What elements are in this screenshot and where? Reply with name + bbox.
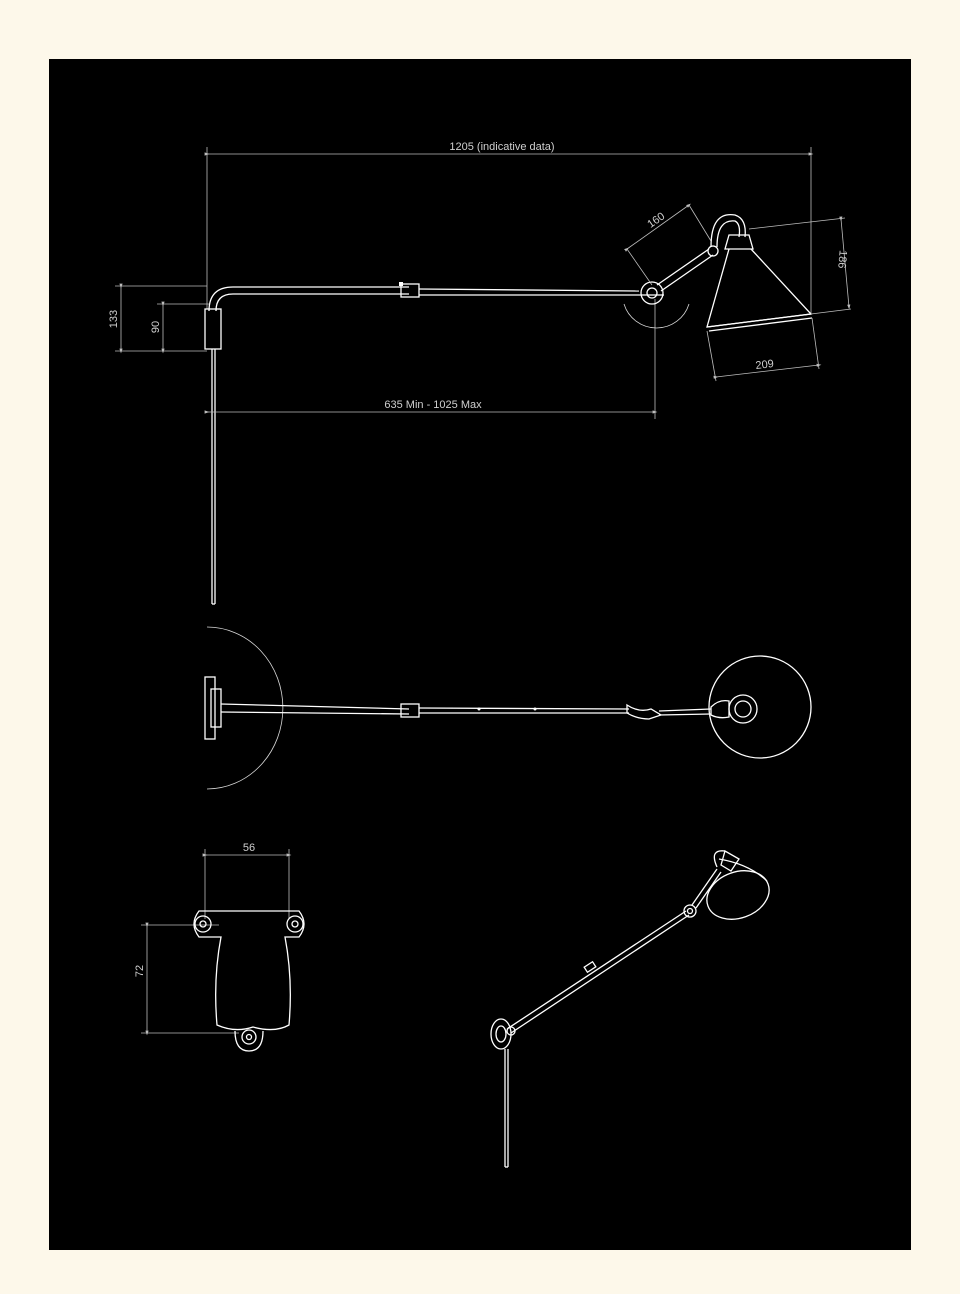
plan-view [204,626,812,790]
drawing-sheet: 1205 (indicative data) 133 90 [49,59,911,1250]
overall-length-label: 1205 (indicative data) [449,141,554,153]
dimension-overall-length: 1205 (indicative data) [204,141,814,314]
dimension-arm-length: 635 Min - 1025 Max [204,299,658,419]
perspective-view [490,850,770,1168]
dimension-heights: 133 90 [108,283,209,354]
wall-mount-side [204,282,640,605]
plate-width-label: 56 [243,842,255,854]
shade-side: 186 209 [706,213,852,382]
shade-height-label: 186 [835,250,849,269]
knee-joint [623,281,690,329]
height-plate-label: 90 [150,321,162,333]
arm-length-label: 635 Min - 1025 Max [384,399,482,411]
wall-plate-detail: 56 72 [134,842,305,1052]
shade-diameter-label: 209 [755,358,775,372]
upper-arm-side: 160 [624,203,719,292]
side-elevation-view: 1205 (indicative data) 133 90 [108,141,852,605]
arm-segment-label: 160 [645,210,667,230]
height-total-label: 133 [108,310,120,328]
technical-drawing: 1205 (indicative data) 133 90 [108,141,852,1168]
plate-height-label: 72 [134,965,146,977]
